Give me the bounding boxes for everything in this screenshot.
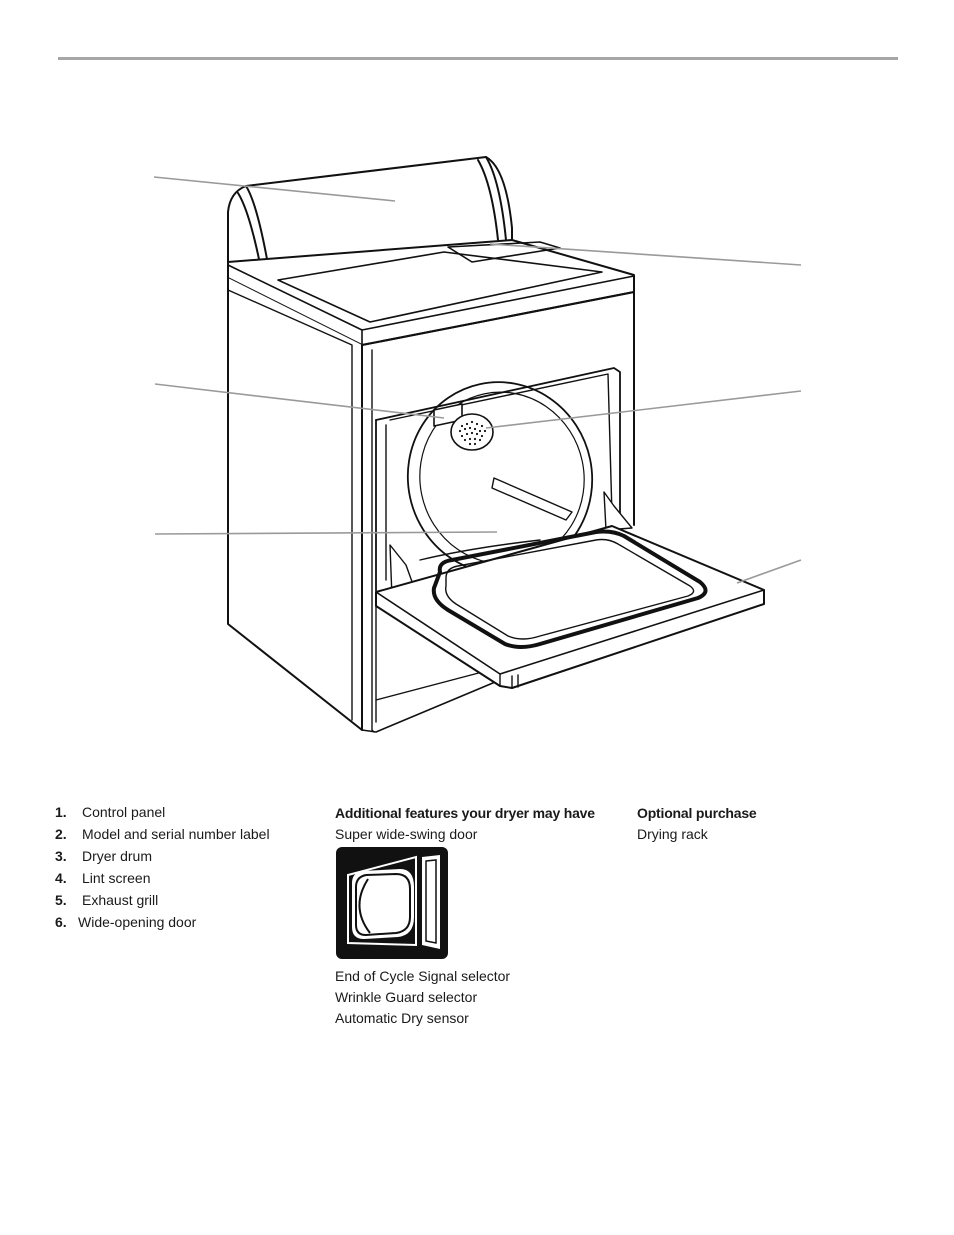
feature-item: End of Cycle Signal selector [335,968,511,984]
parts-list-item: 2.Model and serial number label [55,826,270,842]
top-recess [277,251,603,323]
cabinet-left-side [227,277,363,731]
features-heading: Additional features your dryer may have [335,805,595,821]
leader-model-label [489,243,802,266]
dryer-illustration [153,156,802,733]
leader-lint-screen [154,383,445,419]
leader-dryer-drum [154,531,498,535]
optional-heading: Optional purchase [637,805,757,821]
drum-baffle [491,477,573,521]
feature-item: Wrinkle Guard selector [335,989,478,1005]
door-inner-panel [431,529,708,649]
optional-item: Drying rack [637,826,708,842]
feature-item: Super wide-swing door [335,826,478,842]
door-opening [375,367,621,521]
parts-list-item: 6.Wide-opening door [55,914,197,930]
leader-exhaust-grill [485,390,802,429]
wide-opening-door [375,525,765,689]
console-end-right [485,156,507,241]
door-hinge-right [603,491,633,531]
additional-features-list: End of Cycle Signal selector Wrinkle Gua… [335,967,510,1030]
leader-door [736,559,802,584]
parts-list-item: 1.Control panel [55,804,166,820]
parts-list-item: 5.Exhaust grill [55,892,159,908]
feature-item: Automatic Dry sensor [335,1010,469,1026]
parts-list-item: 3.Dryer drum [55,848,153,864]
top-rule [58,57,898,60]
optional-column: Optional purchase Drying rack [637,804,757,843]
parts-list-item: 4.Lint screen [55,870,151,886]
leader-control-panel [153,176,396,202]
wide-swing-door-icon [336,847,448,959]
parts-list: 1.Control panel 2.Model and serial numbe… [55,803,270,935]
features-column: Additional features your dryer may have … [335,804,595,843]
cabinet-front [361,291,635,526]
